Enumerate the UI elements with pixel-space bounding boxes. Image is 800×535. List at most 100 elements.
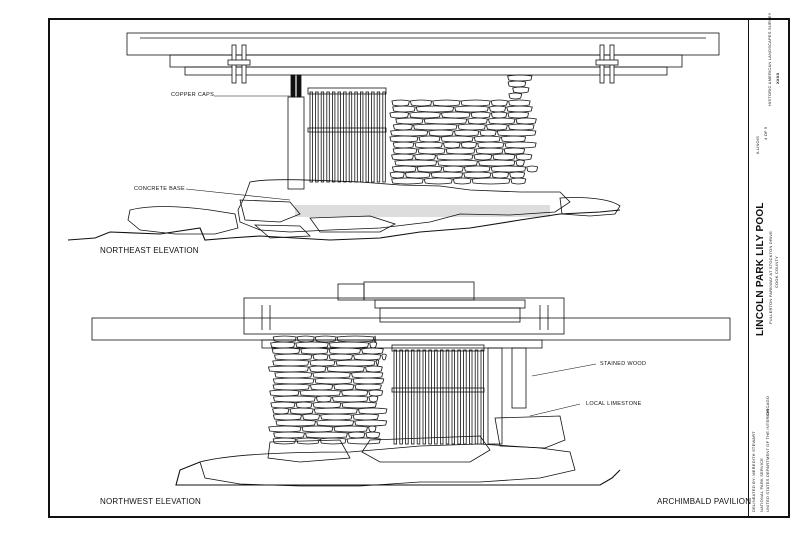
roof-cap (363, 281, 475, 301)
wood-slat (371, 91, 375, 183)
wood-slat (354, 91, 358, 183)
upper-view-title: NORTHEAST ELEVATION (100, 246, 199, 255)
stone (395, 117, 424, 125)
stone (445, 147, 476, 155)
stone (417, 147, 446, 155)
stone (475, 147, 504, 155)
stone (418, 135, 441, 143)
stone (361, 347, 384, 355)
stone (392, 105, 416, 113)
stone (432, 99, 461, 107)
stone (490, 111, 508, 119)
stone (347, 431, 366, 439)
stone (289, 407, 314, 415)
stone (309, 365, 327, 373)
stone (272, 335, 297, 343)
stone (300, 347, 329, 355)
stone (460, 99, 491, 107)
stone (442, 165, 464, 173)
wood-slat (445, 349, 450, 445)
stone (314, 377, 353, 385)
wood-slat (326, 91, 330, 183)
stone (507, 80, 527, 88)
stone (350, 371, 384, 379)
wood-slat (457, 349, 461, 445)
stone (409, 111, 441, 119)
stone (333, 383, 355, 391)
survey-number: XXXX (775, 72, 780, 84)
stone (507, 74, 533, 82)
stone (272, 395, 316, 403)
stone (453, 129, 480, 137)
stone (467, 117, 488, 125)
wood-slat (393, 349, 398, 445)
stone (507, 123, 535, 131)
stone (314, 335, 337, 343)
stone (496, 129, 537, 137)
wood-slat (439, 349, 444, 445)
wood-screen (309, 91, 386, 183)
stone (316, 419, 355, 427)
wood-slat (309, 91, 313, 183)
stone (485, 123, 508, 131)
stone (352, 413, 379, 421)
stone (416, 165, 443, 173)
stone (312, 371, 351, 379)
structure-name: ARCHIMBALD PAVILION (657, 497, 752, 506)
stone (274, 371, 313, 379)
stone (365, 431, 381, 439)
state: ILLINOIS (755, 135, 760, 154)
stone (479, 129, 497, 137)
callout-leaders (185, 95, 597, 417)
wood-slat (365, 91, 369, 183)
stone (273, 353, 313, 361)
stone (299, 389, 341, 397)
stone (477, 159, 516, 167)
stone (423, 177, 453, 185)
wood-slat (451, 349, 456, 445)
survey-label: HISTORIC AMERICAN LANDSCAPES SURVEY (767, 12, 772, 106)
stone (452, 177, 472, 185)
stone (341, 401, 377, 409)
stone (515, 153, 533, 161)
stone (368, 425, 377, 433)
roof-beam (126, 32, 720, 56)
wood-slat (422, 349, 427, 445)
wood-slat (468, 349, 473, 445)
sheet-border (48, 18, 790, 518)
stone (272, 413, 303, 421)
stone (272, 437, 297, 445)
stone (312, 401, 342, 409)
wood-slat (463, 349, 467, 445)
stone (301, 425, 334, 433)
wood-slat (399, 349, 403, 445)
stone (442, 141, 461, 149)
wood-slat (359, 91, 364, 183)
stone (315, 395, 332, 403)
stone (409, 99, 433, 107)
stone (392, 123, 413, 131)
wood-slat (416, 349, 421, 445)
stone (341, 389, 369, 397)
stone (492, 153, 516, 161)
project-subtitle: FULLERTON PARKWAY AT STOCKTON DRIVE (768, 230, 773, 324)
stone (309, 383, 334, 391)
stone (381, 353, 387, 361)
stone (414, 153, 437, 161)
stone (440, 111, 471, 119)
stone (510, 177, 527, 185)
stone (389, 111, 410, 119)
stone (331, 395, 369, 403)
stone (268, 425, 302, 433)
stone (364, 365, 383, 373)
stone (430, 171, 464, 179)
stone (394, 159, 438, 167)
stone (470, 111, 491, 119)
stone (309, 359, 336, 367)
wood-slat (474, 349, 479, 445)
stone (391, 165, 417, 173)
stone (473, 153, 493, 161)
stone (369, 341, 378, 349)
stone (392, 141, 415, 149)
stone (471, 177, 511, 185)
